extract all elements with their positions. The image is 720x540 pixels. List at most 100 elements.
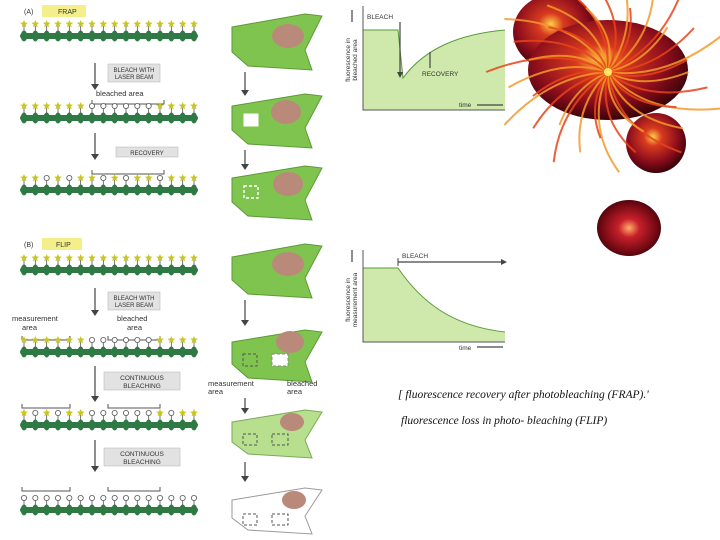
fluorescent-protein [190, 409, 198, 417]
membrane-strip-a1 [20, 20, 198, 42]
membrane-protein [156, 504, 164, 516]
frap-step1-line2: LASER BEAM [115, 75, 153, 81]
flip-step2-line2: BLEACHING [123, 383, 161, 390]
fluorescent-protein [133, 254, 142, 262]
bleached-protein [77, 494, 84, 501]
sphere-small [597, 200, 661, 256]
frap-recovered-spot [243, 185, 259, 199]
bleached-protein [89, 494, 96, 501]
bleached-protein [111, 409, 118, 416]
flip-panel: (B) FLIP BLEACH WITH LASER BEAM measurem… [12, 238, 507, 535]
panel-b-tag: (B) [24, 242, 33, 249]
membrane-protein [134, 346, 141, 358]
membrane-protein [77, 264, 84, 276]
fluorescent-protein [31, 102, 40, 110]
fluorescent-protein [122, 20, 130, 28]
membrane-protein [32, 112, 39, 124]
membrane-strip-b4 [20, 494, 198, 516]
flip-graph-fill [363, 268, 505, 342]
fluorescent-protein [190, 20, 198, 28]
fiber [606, 71, 645, 133]
bleached-protein [66, 174, 73, 181]
membrane-protein [134, 112, 141, 124]
frap-step2-label: RECOVERY [130, 151, 164, 157]
fiber [607, 71, 689, 83]
fluorescent-protein [178, 254, 187, 262]
membrane-protein [54, 346, 62, 358]
fiber [607, 71, 708, 94]
bleached-protein [145, 494, 152, 501]
membrane-protein [145, 346, 152, 358]
fluorescent-protein [190, 102, 198, 110]
membrane-protein [111, 346, 118, 358]
bleached-protein [32, 494, 39, 501]
fluorescent-protein [156, 409, 164, 417]
flip-step3-box [103, 447, 181, 467]
membrane-protein [77, 504, 84, 516]
membrane-protein [43, 30, 50, 42]
lipid-bilayer [20, 349, 198, 355]
membrane-protein [100, 30, 107, 42]
fluorescent-protein [76, 336, 85, 344]
bleached-protein [100, 494, 107, 501]
membrane-protein [43, 504, 50, 516]
frap-graph-bleach-label: BLEACH [367, 14, 393, 21]
lipid-bilayer [20, 187, 198, 193]
fluorescent-protein [156, 102, 164, 110]
fluorescent-protein [178, 20, 187, 28]
membrane-protein [20, 419, 28, 431]
membrane-protein [66, 419, 73, 431]
fluorescent-protein [76, 20, 85, 28]
membrane-protein [77, 184, 84, 196]
fluorescent-protein [167, 20, 176, 28]
membrane-protein [190, 30, 198, 42]
fluorescent-protein [20, 102, 28, 110]
flip-bleached-spot [271, 353, 289, 367]
flip-bleached-area-line1: bleached [117, 314, 147, 323]
membrane-protein [145, 419, 152, 431]
membrane-protein [20, 264, 28, 276]
fiber [607, 58, 688, 77]
frap-graph: BLEACH RECOVERY time fluorescence in ble… [345, 6, 506, 111]
membrane-protein [54, 30, 62, 42]
membrane-protein [20, 30, 28, 42]
fluorescent-protein [65, 102, 74, 110]
membrane-protein [179, 112, 186, 124]
fiber [585, 7, 611, 73]
membrane-protein [168, 112, 175, 124]
membrane-protein [190, 346, 198, 358]
flip-measurement-spot-3 [242, 513, 258, 526]
membrane-protein [134, 504, 141, 516]
bleached-protein [43, 494, 50, 501]
fluorescent-protein [20, 254, 28, 262]
fiber [607, 0, 629, 73]
flip-measurement-spot-2 [242, 433, 258, 446]
flip-nucleus-4 [282, 491, 306, 509]
bleached-protein [156, 494, 163, 501]
membrane-protein [66, 504, 73, 516]
membrane-strip-b2 [20, 336, 198, 358]
membrane-protein [168, 30, 175, 42]
membrane-protein [43, 184, 50, 196]
fluorescent-protein [20, 336, 28, 344]
membrane-protein [66, 264, 73, 276]
membrane-protein [32, 184, 39, 196]
bleached-protein [190, 494, 197, 501]
membrane-protein [20, 346, 28, 358]
membrane-protein [145, 184, 152, 196]
membrane-protein [88, 419, 96, 431]
frap-bleached-area-label: bleached area [96, 89, 144, 98]
fluorescent-protein [178, 174, 187, 182]
fiber [604, 0, 617, 73]
flip-graph-ylabel-2: measurement area [352, 272, 359, 327]
frap-graph-fill [363, 8, 505, 110]
bleached-protein [89, 409, 96, 416]
frap-title-highlight [42, 5, 86, 17]
flip-nucleus-3 [280, 413, 304, 431]
fluorescent-protein [156, 254, 164, 262]
membrane-protein [77, 419, 84, 431]
frap-step1-box [107, 63, 161, 83]
fluorescent-protein [178, 102, 187, 110]
fluorescent-protein [122, 254, 130, 262]
flip-graph-ylabel-1: fluorescence in [345, 278, 352, 322]
